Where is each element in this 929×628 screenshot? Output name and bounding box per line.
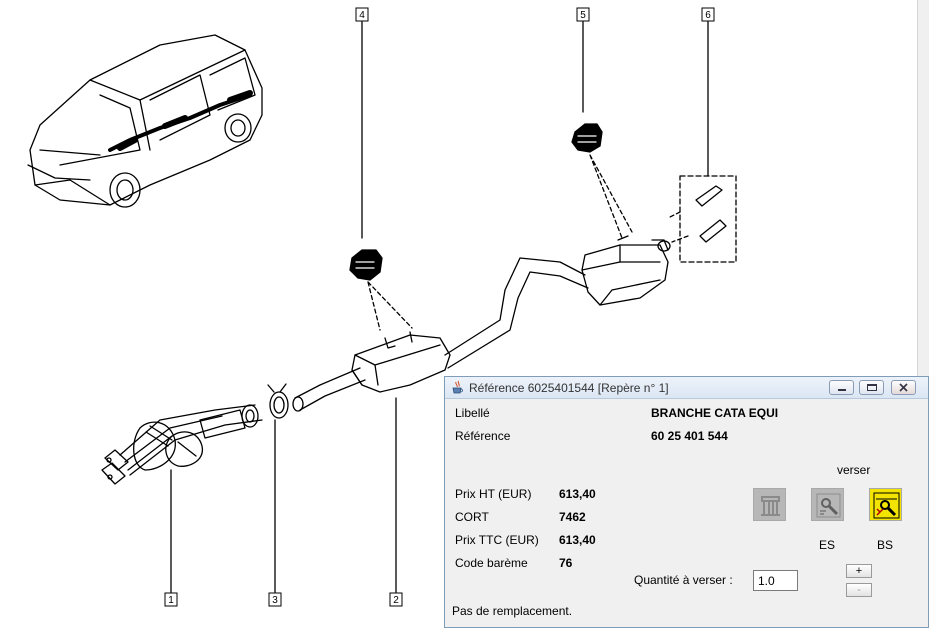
cort-label: CORT (455, 510, 489, 524)
reference-value: 60 25 401 544 (651, 429, 728, 443)
part-2-intermediate-silencer (292, 257, 589, 412)
code-bareme-value: 76 (559, 556, 573, 570)
callout-6: 6 (705, 10, 711, 21)
callout-5: 5 (580, 10, 586, 21)
callout-labels: 4 5 6 1 3 2 (164, 7, 715, 607)
verser-option-es-label: ES (819, 538, 836, 552)
vehicle-thumbnail (27, 34, 263, 208)
part-6-pins (695, 185, 727, 243)
part-4-rubber-mount (349, 249, 383, 281)
maximize-icon (867, 384, 877, 391)
part-3-gasket (267, 383, 289, 419)
quantity-decrement-button[interactable]: - (846, 583, 872, 597)
columns-icon (761, 496, 780, 516)
close-button[interactable] (891, 380, 916, 395)
quantity-increment-button[interactable]: + (846, 564, 872, 578)
prix-ttc-label: Prix TTC (EUR) (455, 533, 539, 547)
minimize-button[interactable] (829, 380, 854, 395)
rear-silencer (581, 235, 671, 306)
verser-option-bs-label: BS (877, 538, 894, 552)
reference-window: Référence 6025401544 [Repère n° 1] Libel… (444, 376, 929, 628)
prix-ttc-value: 613,40 (559, 533, 596, 547)
callout-4: 4 (359, 10, 365, 21)
maximize-button[interactable] (859, 380, 884, 395)
part-5-rubber-mount (571, 123, 603, 153)
part-1-catalytic-branch (101, 404, 263, 485)
prix-ht-label: Prix HT (EUR) (455, 487, 532, 501)
callout-1: 1 (168, 595, 174, 606)
window-title: Référence 6025401544 [Repère n° 1] (469, 381, 669, 395)
reference-label: Référence (455, 429, 511, 443)
java-cup-icon (452, 380, 463, 394)
verser-option-es-button[interactable] (811, 488, 844, 521)
close-icon (899, 383, 908, 392)
wrench-warning-icon (873, 492, 900, 519)
verser-option-bs-button[interactable] (869, 488, 902, 521)
minimize-icon (838, 389, 846, 391)
callout-2: 2 (393, 595, 399, 606)
callout-3: 3 (272, 595, 278, 606)
window-titlebar[interactable]: Référence 6025401544 [Repère n° 1] (445, 377, 928, 399)
prix-ht-value: 613,40 (559, 487, 596, 501)
quantity-label: Quantité à verser : (634, 573, 733, 587)
replacement-note: Pas de remplacement. (452, 604, 573, 618)
cort-value: 7462 (559, 510, 586, 524)
wrench-gear-icon (816, 493, 841, 518)
verser-option-1-button[interactable] (753, 488, 786, 521)
verser-heading: verser (837, 463, 871, 477)
libelle-value: BRANCHE CATA EQUI (651, 406, 779, 420)
quantity-input[interactable] (753, 570, 798, 591)
libelle-label: Libellé (455, 406, 490, 420)
code-bareme-label: Code barème (455, 556, 528, 570)
